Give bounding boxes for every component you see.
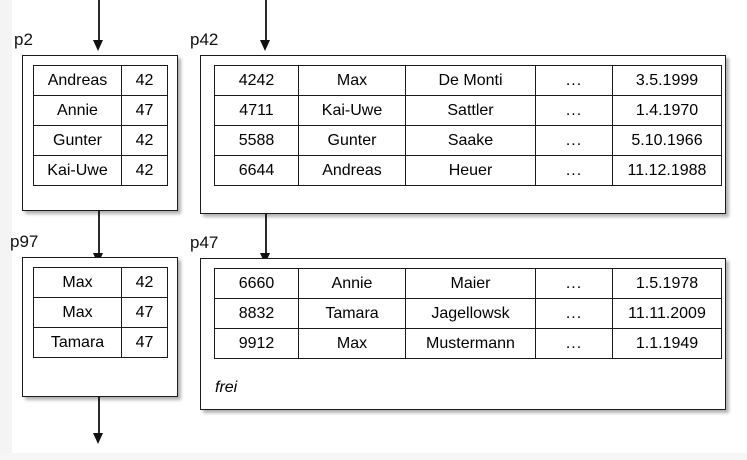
- cell-key: Annie: [33, 95, 122, 126]
- block-p42[interactable]: 4242 Max De Monti ... 3.5.1999 4711 Kai-…: [200, 55, 726, 214]
- cell-pointer: 42: [121, 267, 168, 298]
- table-row: Max 47: [33, 297, 168, 328]
- table-p97: Max 42 Max 47 Tamara 47: [33, 267, 168, 358]
- table-p47: 6660 Annie Maier ... 1.5.1978 8832 Tamar…: [214, 268, 722, 359]
- cell-more: ...: [535, 328, 613, 359]
- cell-birthdate: 5.10.1966: [612, 125, 722, 156]
- cell-lastname: Maier: [405, 268, 536, 299]
- cell-lastname: Sattler: [405, 95, 536, 126]
- block-p97[interactable]: Max 42 Max 47 Tamara 47: [22, 257, 178, 397]
- cell-id: 4242: [214, 65, 299, 96]
- cell-more: ...: [535, 155, 613, 186]
- cell-birthdate: 3.5.1999: [612, 65, 722, 96]
- block-label-p2: p2: [14, 30, 33, 49]
- cell-id: 9912: [214, 328, 299, 359]
- table-row: 4711 Kai-Uwe Sattler ... 1.4.1970: [214, 95, 722, 126]
- table-row: Gunter 42: [33, 125, 168, 156]
- cell-more: ...: [535, 65, 613, 96]
- cell-pointer: 42: [121, 125, 168, 156]
- block-label-p42: p42: [190, 30, 219, 49]
- block-p47[interactable]: 6660 Annie Maier ... 1.5.1978 8832 Tamar…: [200, 258, 726, 410]
- cell-firstname: Tamara: [298, 298, 406, 329]
- cell-firstname: Gunter: [298, 125, 406, 156]
- table-p2: Andreas 42 Annie 47 Gunter 42 Kai-Uwe 42: [33, 65, 168, 186]
- table-row: Tamara 47: [33, 327, 168, 358]
- cell-key: Max: [33, 267, 122, 298]
- cell-pointer: 42: [121, 65, 168, 96]
- cell-id: 8832: [214, 298, 299, 329]
- page-margin-left: [0, 0, 12, 460]
- table-row: Kai-Uwe 42: [33, 155, 168, 186]
- table-row: 9912 Max Mustermann ... 1.1.1949: [214, 328, 722, 359]
- cell-birthdate: 1.1.1949: [612, 328, 722, 359]
- table-row: 8832 Tamara Jagellowsk ... 11.11.2009: [214, 298, 722, 329]
- cell-firstname: Kai-Uwe: [298, 95, 406, 126]
- cell-id: 6644: [214, 155, 299, 186]
- table-row: 6644 Andreas Heuer ... 11.12.1988: [214, 155, 722, 186]
- cell-pointer: 47: [121, 297, 168, 328]
- cell-birthdate: 11.11.2009: [612, 298, 722, 329]
- cell-birthdate: 1.4.1970: [612, 95, 722, 126]
- cell-key: Tamara: [33, 327, 122, 358]
- cell-key: Kai-Uwe: [33, 155, 122, 186]
- cell-birthdate: 1.5.1978: [612, 268, 722, 299]
- block-p2[interactable]: Andreas 42 Annie 47 Gunter 42 Kai-Uwe 42: [22, 55, 178, 211]
- cell-pointer: 42: [121, 155, 168, 186]
- cell-more: ...: [535, 95, 613, 126]
- table-row: 6660 Annie Maier ... 1.5.1978: [214, 268, 722, 299]
- cell-pointer: 47: [121, 327, 168, 358]
- table-row: Max 42: [33, 267, 168, 298]
- cell-more: ...: [535, 125, 613, 156]
- table-row: Andreas 42: [33, 65, 168, 96]
- cell-key: Gunter: [33, 125, 122, 156]
- block-label-p97: p97: [10, 232, 39, 251]
- free-space-label: frei: [215, 379, 238, 396]
- cell-firstname: Max: [298, 65, 406, 96]
- cell-firstname: Andreas: [298, 155, 406, 186]
- table-row: 5588 Gunter Saake ... 5.10.1966: [214, 125, 722, 156]
- table-p42: 4242 Max De Monti ... 3.5.1999 4711 Kai-…: [214, 65, 722, 186]
- cell-key: Andreas: [33, 65, 122, 96]
- table-row: Annie 47: [33, 95, 168, 126]
- cell-more: ...: [535, 268, 613, 299]
- cell-lastname: Saake: [405, 125, 536, 156]
- table-row: 4242 Max De Monti ... 3.5.1999: [214, 65, 722, 96]
- cell-lastname: Jagellowsk: [405, 298, 536, 329]
- cell-lastname: Heuer: [405, 155, 536, 186]
- cell-id: 6660: [214, 268, 299, 299]
- cell-firstname: Max: [298, 328, 406, 359]
- cell-id: 4711: [214, 95, 299, 126]
- page-margin-bottom: [0, 453, 747, 460]
- cell-more: ...: [535, 298, 613, 329]
- cell-pointer: 47: [121, 95, 168, 126]
- cell-lastname: Mustermann: [405, 328, 536, 359]
- cell-firstname: Annie: [298, 268, 406, 299]
- cell-birthdate: 11.12.1988: [612, 155, 722, 186]
- block-label-p47: p47: [190, 233, 219, 252]
- cell-id: 5588: [214, 125, 299, 156]
- cell-lastname: De Monti: [405, 65, 536, 96]
- cell-key: Max: [33, 297, 122, 328]
